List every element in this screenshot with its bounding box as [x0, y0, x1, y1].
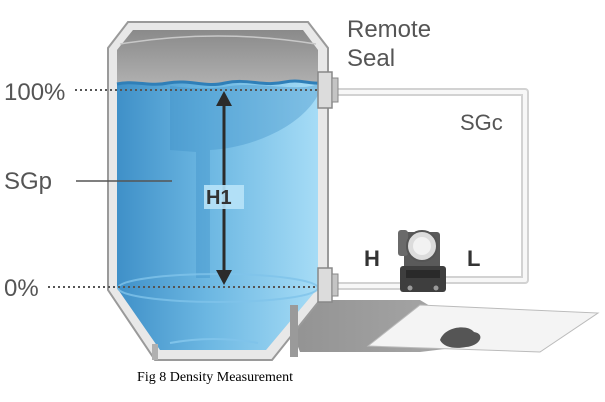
vapor-space [117, 30, 318, 90]
dp-transmitter [398, 230, 446, 292]
tank-leg-left [152, 344, 158, 360]
tank-leg-right [290, 305, 298, 357]
high-side-label: H [364, 246, 380, 271]
liquid-surface [116, 79, 319, 87]
remote-seal-lower [317, 267, 339, 303]
remote-seal-upper [317, 71, 339, 109]
level-0-label: 0% [4, 275, 39, 302]
tank-dome-arc [119, 35, 317, 45]
figure-caption: Fig 8 Density Measurement [137, 370, 293, 385]
low-side-label: L [467, 246, 480, 271]
h1-label-bg [204, 185, 244, 209]
process-liquid [117, 81, 318, 350]
sgc-label: SGc [460, 110, 503, 135]
remote-seal-label-line1: Remote [347, 16, 431, 43]
capillary-tube-high-inner [336, 90, 527, 282]
sgp-label: SGp [4, 168, 52, 195]
remote-seal-label-line2: Seal [347, 45, 395, 72]
cone-bottom [169, 338, 259, 344]
floor-sheet [366, 304, 600, 353]
transmitter-shadow [440, 327, 481, 348]
h1-label: H1 [206, 187, 232, 209]
liquid-shade [170, 84, 318, 278]
level-100-label: 100% [4, 79, 65, 106]
